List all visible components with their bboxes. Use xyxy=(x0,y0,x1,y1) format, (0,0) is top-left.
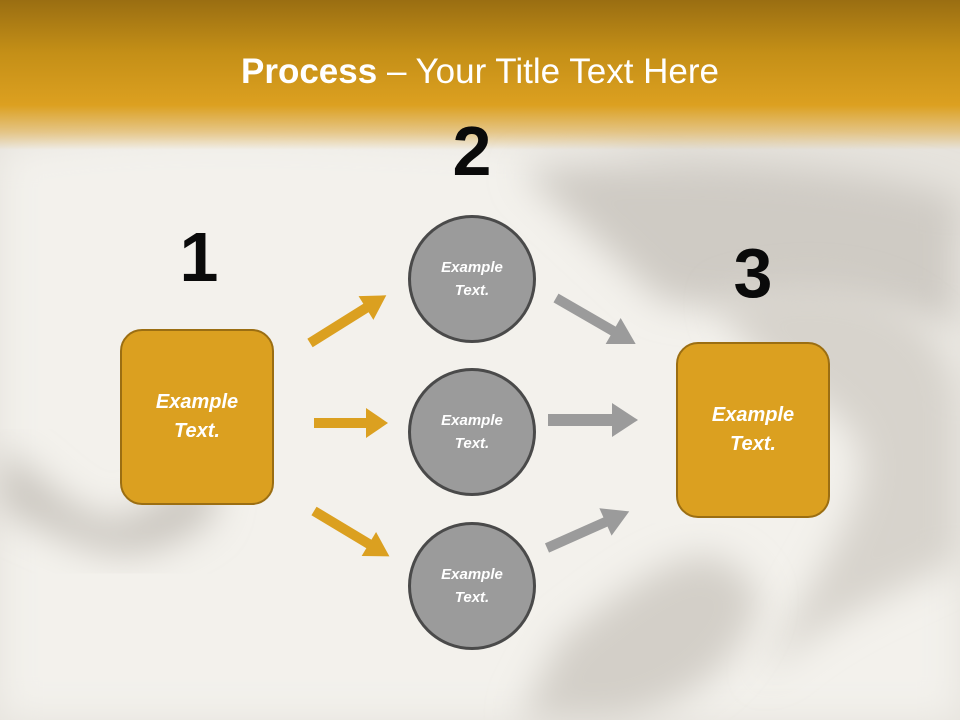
title-bold: Process xyxy=(241,52,378,91)
step-2-circle-middle: Example Text. xyxy=(408,368,536,496)
circle-middle-text: Example Text. xyxy=(441,412,503,452)
arrow-gray-up xyxy=(544,508,630,553)
circle-bottom-text: Example Text. xyxy=(441,566,503,606)
arrow-gray-right xyxy=(548,403,638,437)
step-2-circle-bottom: Example Text. xyxy=(408,522,536,650)
arrow-gold-right xyxy=(314,408,388,438)
step-1-text: Example Text. xyxy=(155,391,239,442)
step-2-circle-top: Example Text. xyxy=(408,215,536,343)
arrow-gold-down xyxy=(311,506,390,557)
circle-top-text: Example Text. xyxy=(441,259,503,299)
title-banner xyxy=(0,0,960,150)
step-number-3: 3 xyxy=(733,234,773,312)
step-1-box: Example Text. xyxy=(120,329,274,505)
page-title: Process – Your Title Text Here xyxy=(0,52,960,92)
arrow-gold-up xyxy=(307,295,387,348)
arrow-gray-down xyxy=(553,293,636,344)
title-rest: – Your Title Text Here xyxy=(377,52,719,91)
step-number-1: 1 xyxy=(179,218,219,296)
step-number-2: 2 xyxy=(452,112,492,190)
step-3-text: Example Text. xyxy=(711,404,795,455)
step-3-box: Example Text. xyxy=(676,342,830,518)
